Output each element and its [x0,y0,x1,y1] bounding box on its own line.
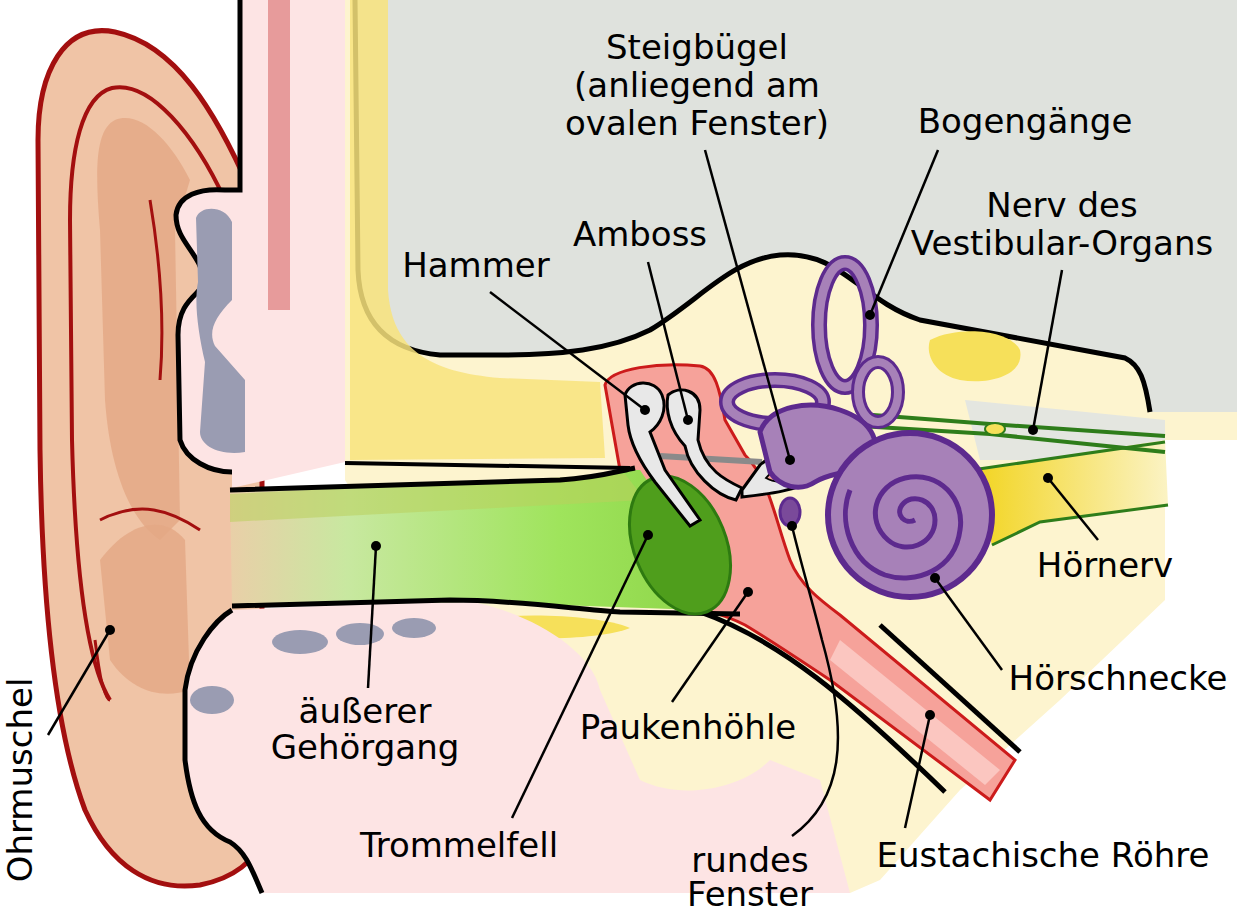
part-label: Bogengänge [918,101,1133,141]
part-label: Steigbügel (anliegend am ovalen Fenster) [545,28,850,142]
part-label: Hammer [402,245,550,285]
part-label: Nerv des Vestibular-Organs [892,186,1232,262]
part-label: Amboss [573,214,707,254]
part-label: Hörnerv [1037,545,1173,585]
part-label: rundes Fenster [670,843,830,911]
part-label: Eustachische Röhre [877,835,1210,875]
part-label: Paukenhöhle [580,707,797,747]
part-label: äußerer Gehörgang [260,693,470,765]
part-label: Trommelfell [360,825,558,865]
part-label: Ohrmuschel [3,678,37,883]
part-label: Hörschnecke [1009,658,1228,698]
